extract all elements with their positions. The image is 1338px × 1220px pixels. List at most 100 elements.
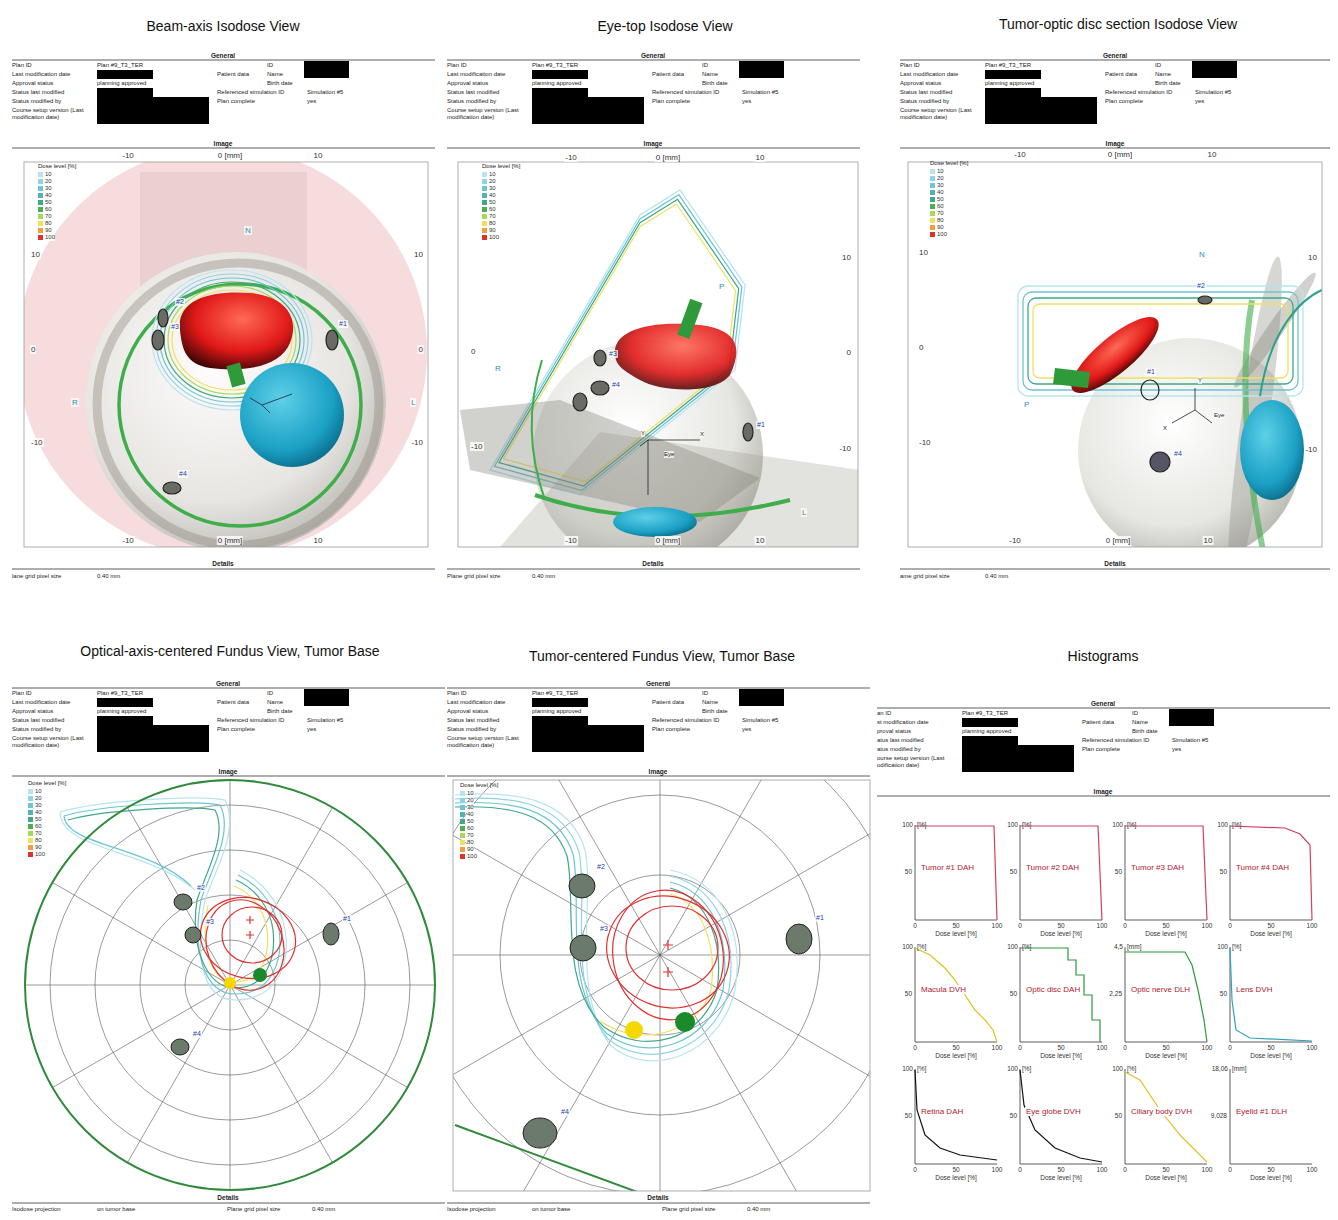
histogram-label: Retina DAH	[920, 1107, 964, 1116]
header-field: Simulation #5	[307, 89, 343, 96]
header-field: Dose level [%]	[930, 160, 968, 167]
tumor-optic-section-illustration	[1260, 290, 1322, 396]
histogram-tick: 50	[1010, 990, 1017, 997]
header-field: Status last modified	[447, 717, 499, 724]
axis-letter: Eye	[1214, 412, 1224, 419]
section-heading: Image	[214, 140, 233, 147]
histogram-tick: 2,25	[1109, 990, 1122, 997]
header-field: Referenced simulation ID	[1082, 737, 1149, 744]
orientation-letter: R	[71, 398, 79, 407]
histogram-tick: 100	[1202, 922, 1213, 929]
header-field: Plan complete	[1082, 746, 1120, 753]
axis-letter: Y	[641, 430, 645, 437]
redaction-box	[739, 689, 784, 706]
fundus-tumor-centered-illustration	[453, 795, 870, 1115]
section-heading: Details	[212, 560, 233, 567]
redaction-box	[962, 736, 1018, 745]
header-field: Birth date	[267, 708, 293, 715]
histogram-curve	[1020, 1070, 1102, 1162]
header-field: Name	[1132, 719, 1148, 726]
legend-text: 50	[489, 199, 496, 206]
fundus-tumor-centered-illustration	[625, 1021, 643, 1039]
histogram-curve	[915, 948, 997, 1042]
header-field: Plan #9_T3_TER	[532, 690, 578, 697]
histogram-tick: 50	[1115, 1112, 1122, 1119]
legend-swatch	[482, 221, 487, 226]
header-field: Plan #9_T3_TER	[97, 690, 143, 697]
legend-swatch	[38, 172, 43, 177]
eye-top-illustration	[640, 440, 700, 495]
section-rule	[447, 688, 870, 689]
section-rule	[12, 688, 445, 689]
fundus-optical-axis-illustration	[68, 808, 274, 988]
axis-tick: 10	[313, 151, 324, 160]
beam-axis-illustration	[24, 162, 427, 547]
legend-text: 80	[489, 220, 496, 227]
header-field: Last modification date	[900, 71, 958, 78]
redaction-box	[97, 716, 153, 725]
histogram-tick: 100	[1307, 1044, 1318, 1051]
redaction-box	[97, 97, 209, 124]
plot-frame	[458, 162, 858, 547]
histogram-axes	[915, 825, 1312, 1164]
fundus-optical-axis-illustration	[171, 894, 339, 1055]
header-field: Dose level [%]	[460, 782, 498, 789]
callout-number: #4	[192, 1030, 202, 1038]
redaction-box	[97, 88, 153, 97]
axis-tick: 10	[1203, 536, 1214, 545]
legend-text: 50	[45, 199, 52, 206]
legend-swatch	[460, 791, 465, 796]
histogram-tick: 50	[952, 1166, 959, 1173]
histogram-tick: 50	[1057, 1044, 1064, 1051]
header-field: Patient data	[1105, 71, 1137, 78]
legend-swatch	[460, 819, 465, 824]
section-rule	[900, 569, 1330, 570]
eye-top-illustration	[594, 350, 606, 366]
fundus-optical-axis-illustration	[53, 883, 408, 1088]
legend-text: 50	[467, 818, 474, 825]
legend-swatch	[28, 803, 33, 808]
fundus-optical-axis-illustration	[222, 907, 282, 963]
fundus-tumor-centered-illustration	[569, 874, 595, 898]
header-field: Course setup version (Last modification …	[447, 107, 531, 121]
axis-tick: -10	[1304, 445, 1318, 454]
panel-title: Tumor-optic disc section Isodose View	[900, 16, 1336, 32]
eye-top-illustration	[573, 350, 753, 441]
tumor-optic-section-illustration	[1018, 255, 1322, 547]
header-field: Simulation #5	[1172, 737, 1208, 744]
legend-text: 30	[467, 804, 474, 811]
redaction-box	[739, 61, 784, 78]
histogram-plot: Tumor #2 DAH	[1020, 825, 1102, 920]
header-field: Plan #9_T3_TER	[985, 62, 1031, 69]
histogram-plot: Eye globe DVH	[1020, 1069, 1102, 1164]
header-field: Referenced simulation ID	[217, 717, 284, 724]
header-field: ourse setup version (Last odification da…	[877, 755, 961, 769]
legend-text: 50	[937, 196, 944, 203]
histogram-tick: Dose level [%]	[935, 930, 977, 937]
histogram-tick: [%]	[1022, 821, 1031, 828]
section-rule	[447, 776, 870, 777]
fundus-tumor-centered-illustration	[591, 879, 745, 1025]
redaction-box	[985, 97, 1097, 124]
histogram-tick: 100	[1217, 821, 1228, 828]
header-field: Plan ID	[447, 62, 467, 69]
legend-swatch	[482, 228, 487, 233]
header-field: Plan complete	[217, 726, 255, 733]
axis-tick: -10	[564, 536, 578, 545]
legend-text: 40	[45, 192, 52, 199]
axis-tick: 10	[313, 536, 324, 545]
orientation-letter: L	[410, 398, 416, 407]
legend-swatch	[482, 214, 487, 219]
header-field: Plan #9_T3_TER	[962, 710, 1008, 717]
legend-swatch	[460, 847, 465, 852]
fundus-optical-axis-illustration	[60, 798, 286, 1000]
histogram-tick: 0	[1018, 922, 1022, 929]
header-field: lane grid pixel size	[12, 573, 61, 580]
legend-swatch	[930, 169, 935, 174]
legend-swatch	[930, 218, 935, 223]
fundus-tumor-centered-illustration	[453, 780, 870, 1191]
panel-title: Eye-top Isodose View	[447, 18, 883, 34]
legend-swatch	[28, 796, 33, 801]
callout-number: #2	[596, 863, 606, 871]
header-field: Status last modified	[900, 89, 952, 96]
